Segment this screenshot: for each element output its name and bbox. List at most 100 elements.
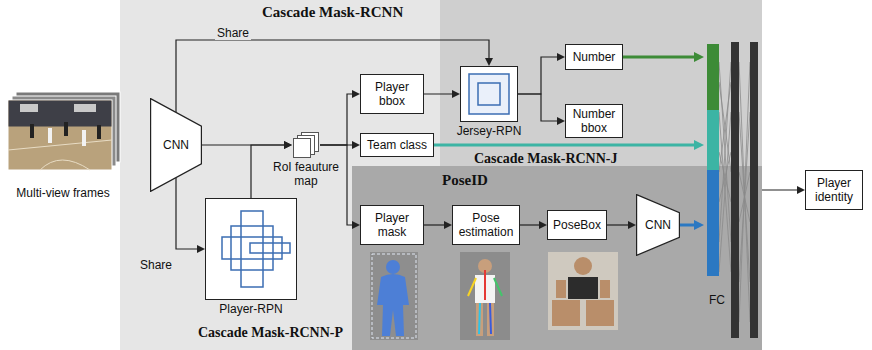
node-label: PoseBox <box>553 218 601 232</box>
feature-map-icon: RoI feauture map <box>292 132 320 158</box>
fc-connection <box>739 112 750 282</box>
region-title: Cascade Mask-RCNN-P <box>198 325 358 341</box>
fc-connection <box>739 172 750 222</box>
node-label: CNN <box>645 218 671 232</box>
process-box: Player bbox <box>360 74 424 114</box>
fc-connection <box>719 112 731 272</box>
pose-bone <box>484 270 486 300</box>
pose-bone <box>479 303 480 334</box>
fc-connection <box>719 62 731 242</box>
posebox-image <box>548 252 618 330</box>
mask-head <box>386 260 400 274</box>
anchor-box <box>250 243 290 253</box>
court-window <box>20 104 38 112</box>
process-box: Number <box>565 44 623 70</box>
anchor-box <box>478 83 500 105</box>
edge-label-holder: Share <box>215 23 251 41</box>
connector-arrow <box>518 94 562 121</box>
edge-label: Share <box>138 258 174 272</box>
court-wall <box>9 101 112 127</box>
connector-arrow <box>518 57 562 94</box>
feature-sheet <box>294 139 311 158</box>
mask-body <box>377 274 409 336</box>
pose-leg <box>487 303 494 336</box>
player-figure <box>97 125 101 139</box>
image-caption: Multi-view frames <box>8 186 118 200</box>
process-box: Pose estimation <box>452 205 520 245</box>
region-fill <box>120 0 762 350</box>
connector-arrow <box>320 94 357 145</box>
fc-connection <box>739 62 750 322</box>
label-holder: Cascade Mask-RCNN-P <box>198 325 358 341</box>
anchor-box <box>469 74 509 114</box>
region-title: Cascade Mask-RCNN-J <box>474 151 618 167</box>
pose-leg <box>476 303 483 336</box>
region-fills <box>120 0 762 350</box>
posebox-torso <box>568 277 598 299</box>
court-window <box>74 104 96 112</box>
fc-layers: FC <box>704 42 762 338</box>
node-label: Player mask <box>364 211 420 239</box>
court-line <box>8 140 112 150</box>
feature-vector <box>707 110 719 170</box>
node-label: Player bbox <box>364 80 420 108</box>
node-label: Pose estimation <box>456 211 516 239</box>
connector-arrow <box>176 178 202 249</box>
process-box: Player mask <box>360 205 424 245</box>
node-label: Player identity <box>809 176 859 204</box>
pose-bone <box>494 278 502 296</box>
region-fill <box>352 166 762 350</box>
node-label: Team class <box>367 138 427 152</box>
connector-arrow <box>176 40 489 112</box>
edge-label-holder: Share <box>138 255 174 273</box>
feature-vector <box>707 170 719 276</box>
connector-arrow <box>520 224 544 225</box>
fc-connection <box>719 82 731 172</box>
mask-image <box>370 252 418 340</box>
anchor-box <box>231 226 273 270</box>
connector-arrow <box>424 93 457 94</box>
process-box: Team class <box>360 133 434 157</box>
label-holder: Multi-view frames <box>8 186 118 200</box>
player-figure <box>64 122 68 136</box>
fc-connection <box>719 82 731 172</box>
mask-bbox <box>372 254 416 338</box>
process-box: Number bbox <box>565 104 623 138</box>
connector-arrow <box>623 56 700 59</box>
rpn-box: Jersey-RPN <box>460 66 518 122</box>
node-label: CNN <box>163 138 189 152</box>
node-label: Number <box>573 50 616 64</box>
player-figure <box>82 130 86 146</box>
fc-connection <box>719 62 731 242</box>
video-frames <box>8 92 120 170</box>
trapezoid-outline <box>151 99 202 192</box>
edge-label: Share <box>215 26 251 40</box>
rpn-box: Player-RPN <box>205 198 297 300</box>
connector-arrow <box>320 145 357 225</box>
output-box: Player identity <box>805 170 863 210</box>
fc-connection <box>719 112 731 272</box>
fc-connection <box>739 112 750 282</box>
region-title: Cascade Mask-RCNN <box>262 4 403 20</box>
posebox-arm <box>556 280 566 298</box>
node-graphic <box>206 199 296 299</box>
node-graphic <box>292 132 320 158</box>
node-label: Number bbox <box>569 107 619 135</box>
court-line <box>40 160 90 170</box>
frame-front <box>8 100 112 170</box>
node-label: Jersey-RPN <box>449 124 529 138</box>
image-ground <box>460 252 510 340</box>
posebox-head <box>574 257 592 275</box>
connector-arrow <box>680 224 700 227</box>
fc-connection <box>739 62 750 322</box>
connector-arrow <box>607 224 633 225</box>
image-ground <box>370 252 418 340</box>
image-ground <box>548 252 618 330</box>
connector-arrow <box>424 224 449 225</box>
feature-vector <box>707 44 719 110</box>
anchor-box <box>241 211 263 287</box>
framework-region: Jersey-RPNNumberNumber bboxCascade Mask-… <box>120 0 762 350</box>
